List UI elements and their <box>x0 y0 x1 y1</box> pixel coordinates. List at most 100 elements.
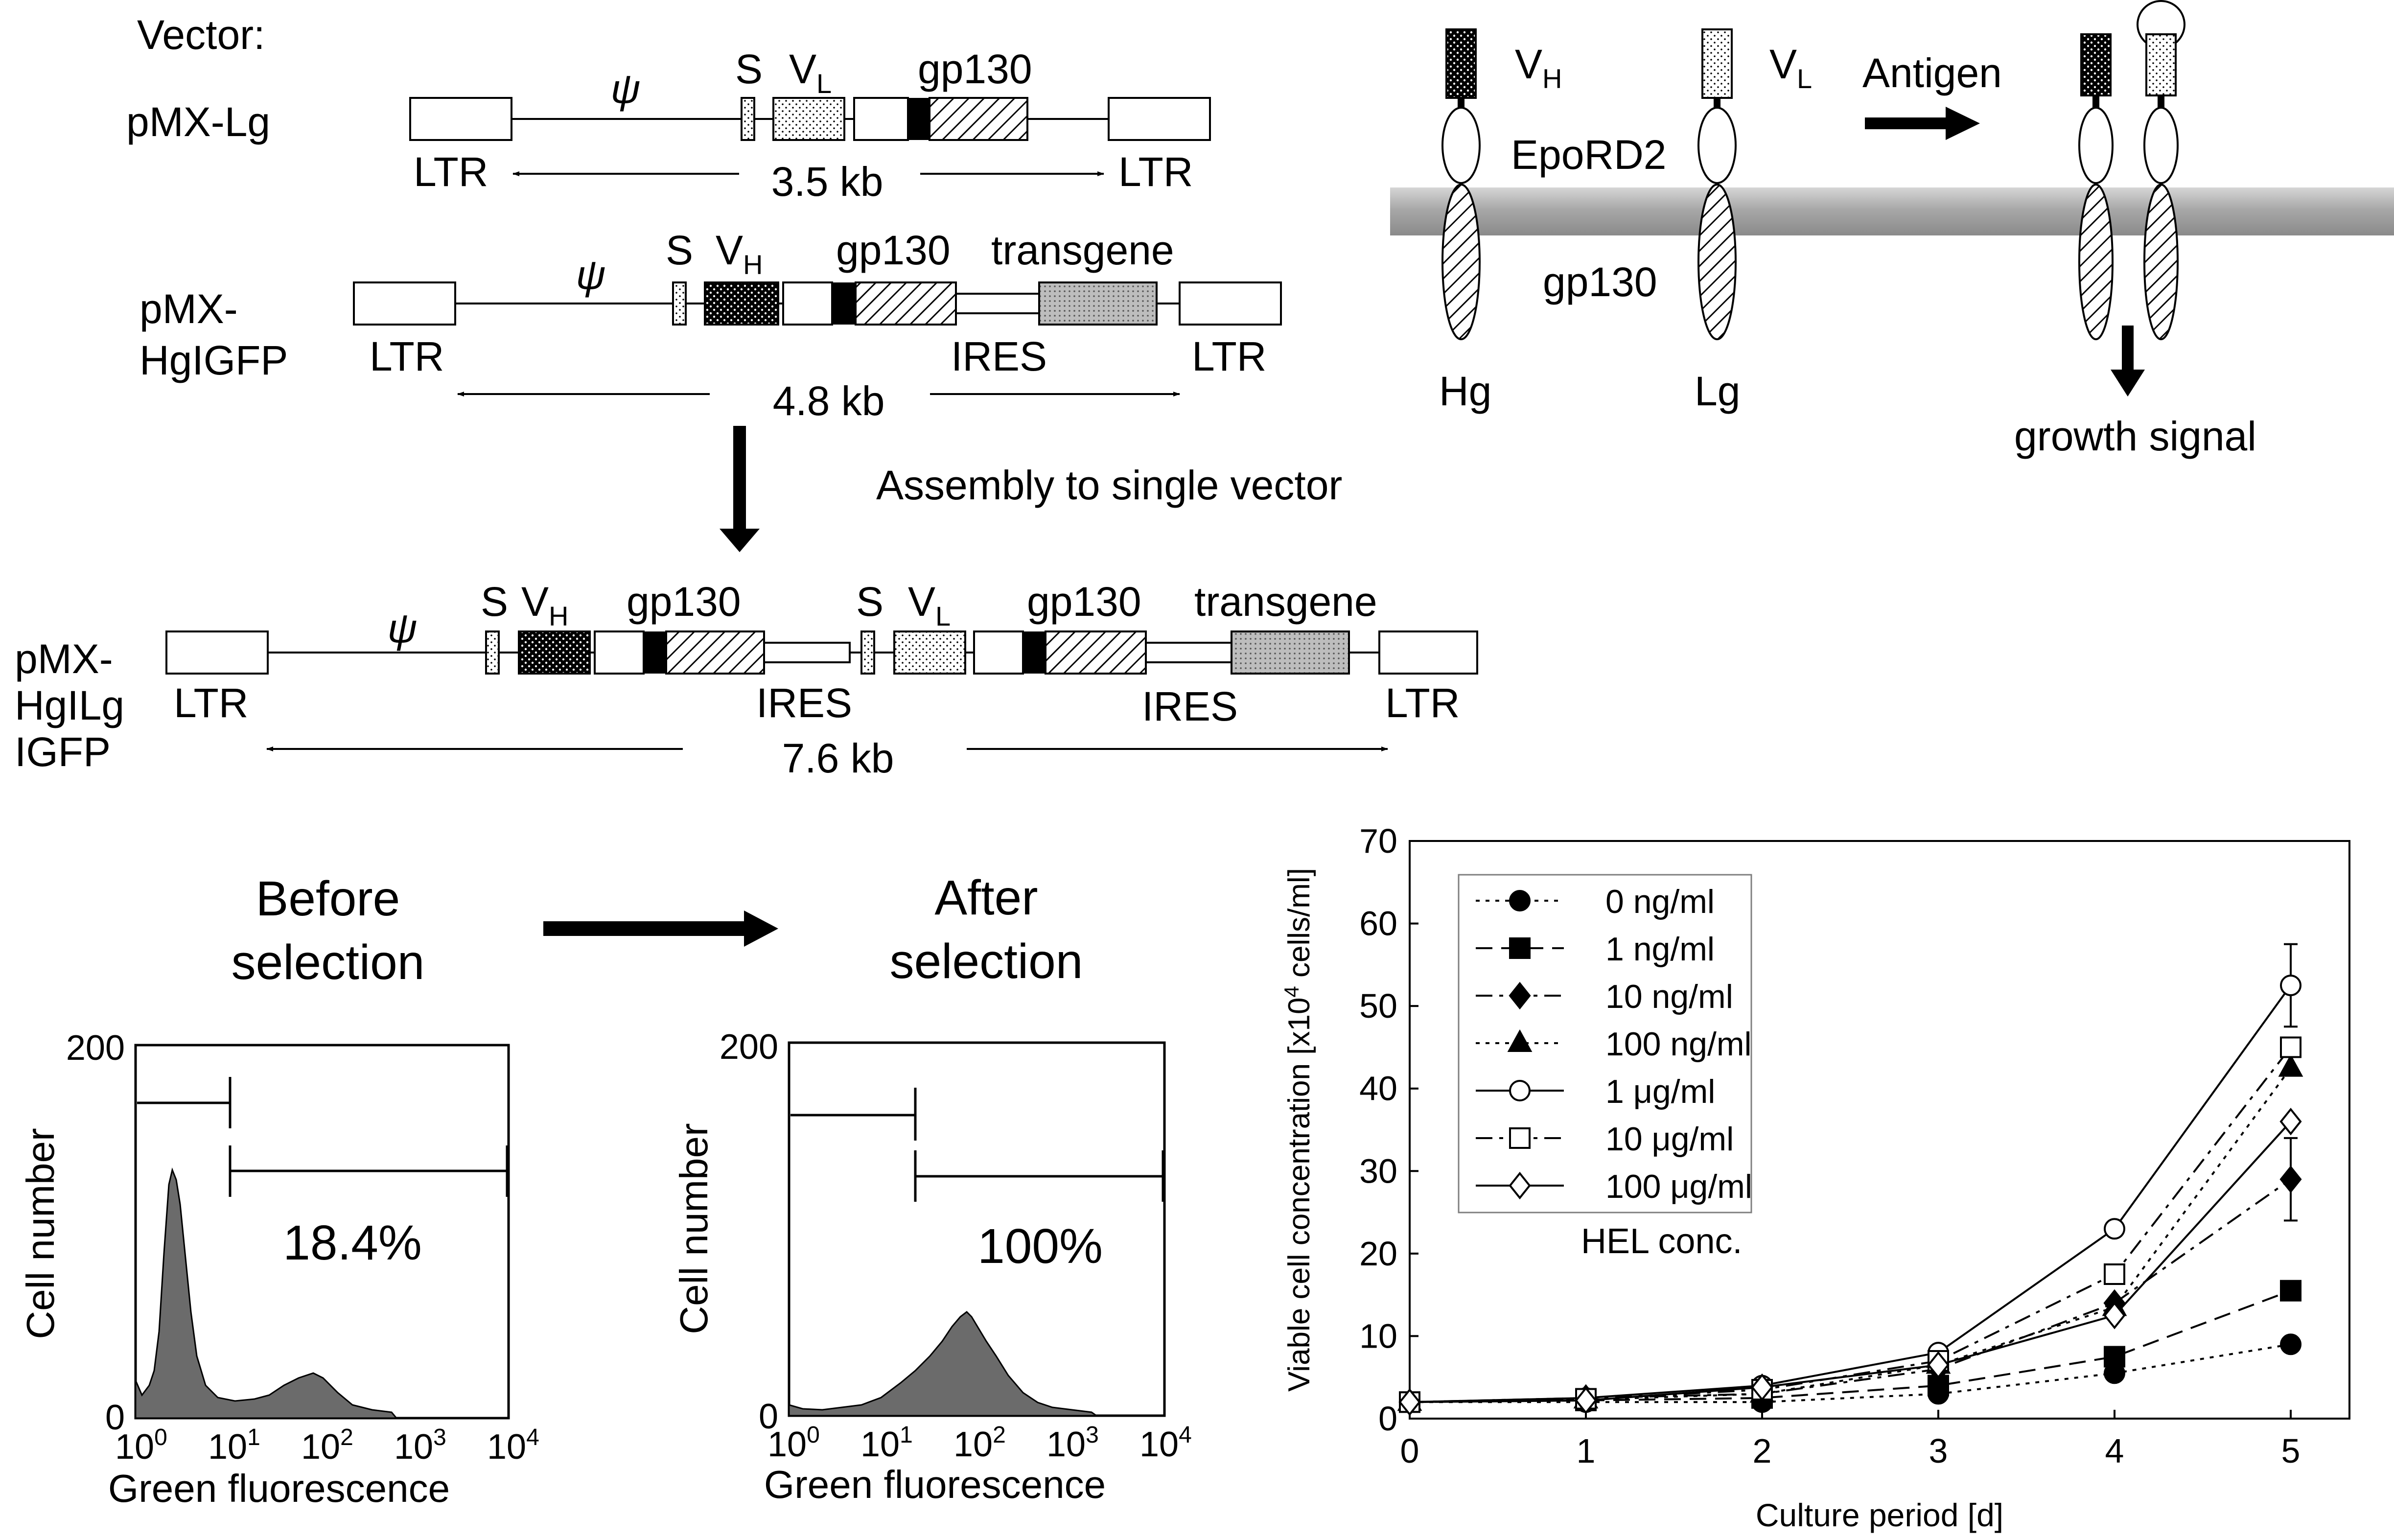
x-tick-label: 3 <box>1929 1432 1948 1470</box>
x-tick-label: 101 <box>208 1424 260 1467</box>
vl-domain <box>2145 33 2177 96</box>
facs-xlabel: Green fluorescence <box>108 1467 450 1510</box>
x-tick-label: 2 <box>1753 1432 1772 1470</box>
data-point <box>2279 1165 2302 1193</box>
receptor-schematic <box>1390 0 2394 397</box>
before-selection-title-line1: Before <box>256 871 400 926</box>
data-point <box>1509 937 1531 959</box>
ires-label: IRES <box>1142 683 1238 729</box>
gp130-domain <box>2078 184 2114 340</box>
gp130-domain <box>1441 184 1481 340</box>
y-tick-label: 20 <box>1359 1235 1397 1273</box>
ires-label: IRES <box>951 333 1047 379</box>
y-min-label: 0 <box>105 1398 125 1437</box>
ltr-label-left: LTR <box>174 680 248 726</box>
signal-peptide-box <box>860 630 875 675</box>
vector-size: 4.8 kb <box>773 378 885 424</box>
data-point <box>1509 1080 1531 1101</box>
vector-size: 3.5 kb <box>771 159 883 205</box>
data-point <box>2280 1333 2301 1355</box>
legend-entry: 10 ng/ml <box>1476 978 1733 1015</box>
antigen-label: Antigen <box>1862 50 2002 96</box>
ltr-box <box>353 281 456 326</box>
ltr-label-right: LTR <box>1385 680 1460 726</box>
eporod2-label: EpoRD2 <box>1511 132 1667 178</box>
y-tick-label: 10 <box>1359 1317 1397 1355</box>
after-selection-title-line2: selection <box>890 934 1083 989</box>
x-tick-label: 104 <box>487 1424 539 1467</box>
s-label: S <box>666 227 693 273</box>
series-layer <box>1397 943 2303 1416</box>
after-selection-title-line1: After <box>934 870 1038 925</box>
vh-label: VH <box>521 579 568 631</box>
transgene-label: transgene <box>991 227 1174 273</box>
transmembrane-box <box>832 282 856 325</box>
pmx-hg-name-line1: pMX- <box>139 286 238 332</box>
pmx-lg-map <box>409 97 1211 141</box>
signal-peptide-box <box>672 281 687 326</box>
y-max-label: 200 <box>66 1028 125 1068</box>
pmx-hglg-name-line1: pMX- <box>15 636 113 682</box>
vl-label: VL <box>789 46 832 99</box>
legend-label: 100 ng/ml <box>1605 1026 1752 1063</box>
x-tick-label: 103 <box>394 1424 446 1467</box>
pmx-hg-map <box>353 281 1282 326</box>
psi-label: ψ <box>610 66 640 112</box>
ltr-box <box>1108 97 1211 141</box>
data-point <box>1509 981 1531 1010</box>
y-tick-label: 30 <box>1359 1152 1397 1190</box>
series-100-g-ml <box>1398 1107 2302 1416</box>
y-tick-label: 40 <box>1359 1070 1397 1108</box>
legend-label: 1 ng/ml <box>1605 931 1715 968</box>
ltr-label-right: LTR <box>1118 149 1193 195</box>
pmx-hglg-name-line3: IGFP <box>15 729 111 775</box>
eporod2-box <box>853 97 909 141</box>
y-max-label: 200 <box>720 1027 778 1067</box>
data-point <box>1927 1351 1950 1379</box>
data-point <box>2280 975 2301 996</box>
vh-label: VH <box>716 227 763 280</box>
gp130-box <box>665 630 765 675</box>
psi-label: ψ <box>387 605 417 651</box>
ltr-box <box>1179 281 1282 326</box>
after-x-ticks: 100 101 102 103 104 <box>767 1422 1192 1464</box>
series-line <box>1410 1343 2291 1403</box>
psi-label: ψ <box>576 252 605 298</box>
legend-title: HEL conc. <box>1581 1222 1742 1261</box>
gp130-box <box>1045 630 1147 675</box>
chart-ylabel: Viable cell concentration [x104 cells/ml… <box>1280 868 1316 1392</box>
histogram-area <box>788 1311 1099 1417</box>
vh-box <box>518 630 591 675</box>
eporod2-domain <box>2143 107 2179 184</box>
ltr-label-left: LTR <box>370 333 444 379</box>
data-point <box>1398 1388 1421 1416</box>
transgene-box <box>1231 630 1350 675</box>
legend-label: 1 μg/ml <box>1605 1073 1715 1110</box>
y-tick-label: 50 <box>1359 987 1397 1025</box>
legend-entry: 100 μg/ml <box>1476 1168 1752 1205</box>
y-min-label: 0 <box>759 1397 778 1436</box>
data-point <box>2280 1280 2301 1302</box>
transgene-box <box>1038 281 1158 326</box>
facs-xlabel: Green fluorescence <box>764 1463 1106 1506</box>
data-point <box>1507 1029 1533 1052</box>
after-histogram <box>788 1041 1166 1417</box>
eporod2-box <box>973 630 1024 675</box>
x-tick-label: 5 <box>2281 1432 2301 1470</box>
pmx-hglg-map <box>165 630 1478 675</box>
s-label: S <box>735 46 763 92</box>
signal-peptide-box <box>741 97 755 141</box>
facs-ylabel: Cell number <box>19 1128 62 1339</box>
gp130-label: gp130 <box>918 46 1032 92</box>
vh-label: VH <box>1515 41 1562 94</box>
vector-size: 7.6 kb <box>782 735 894 781</box>
facs-ylabel: Cell number <box>672 1123 716 1334</box>
data-point <box>2280 1036 2301 1058</box>
eporod2-domain <box>1441 107 1481 184</box>
before-selection-title-line2: selection <box>232 935 425 990</box>
x-tick-label: 103 <box>1046 1422 1099 1464</box>
y-tick-label: 0 <box>1378 1400 1397 1438</box>
